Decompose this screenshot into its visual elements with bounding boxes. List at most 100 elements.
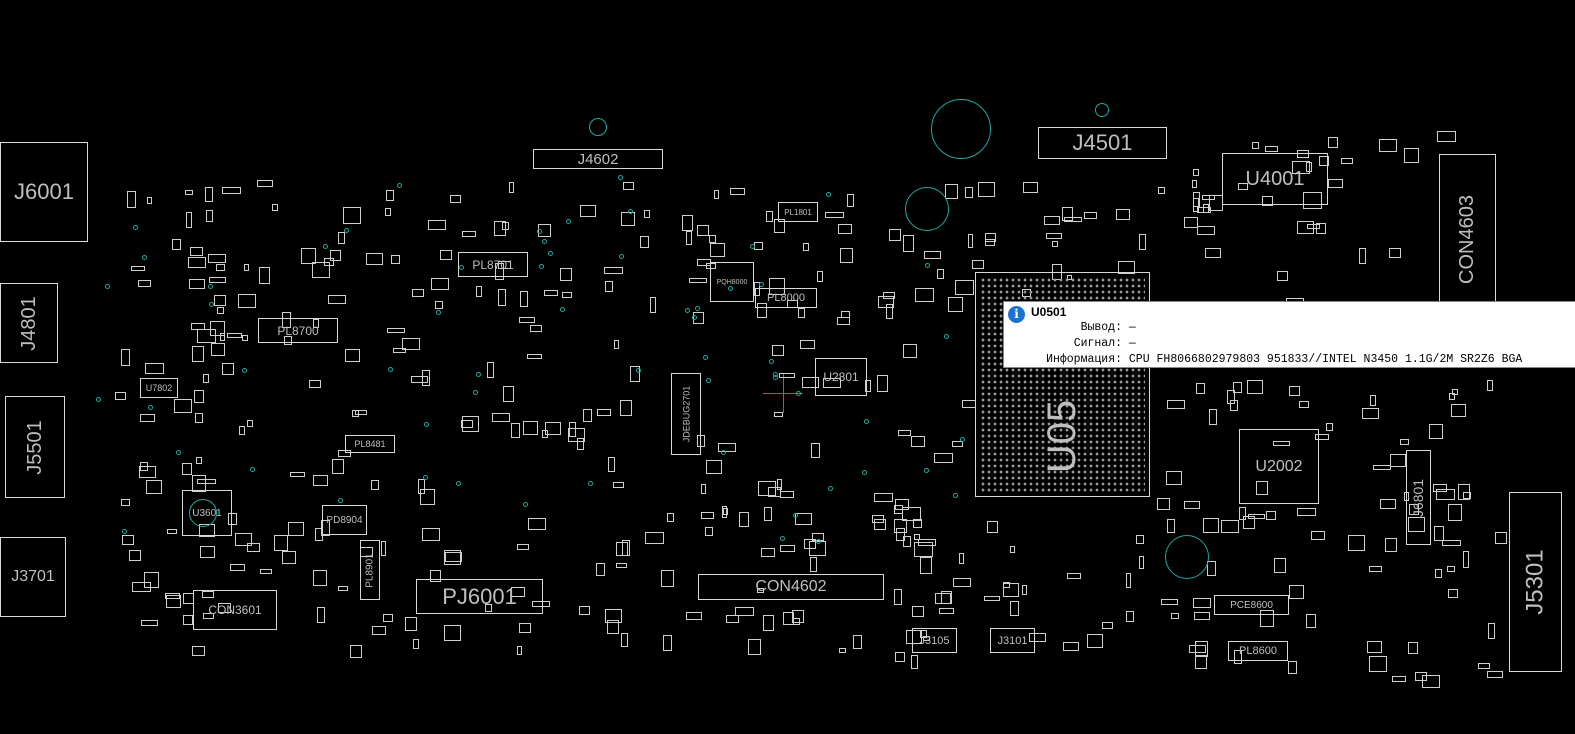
component-pad[interactable] — [382, 613, 394, 622]
component-pad[interactable] — [1138, 233, 1147, 250]
component-pad[interactable] — [173, 398, 192, 414]
component-pad[interactable] — [1486, 380, 1494, 392]
component-pad[interactable] — [1449, 392, 1455, 401]
component-pad[interactable] — [211, 343, 225, 357]
component-pd8904[interactable]: PD8904 — [322, 505, 367, 535]
component-pad[interactable] — [889, 229, 901, 241]
component-pad[interactable] — [273, 534, 289, 551]
component-pad[interactable] — [475, 285, 483, 297]
component-j3701[interactable]: J3701 — [0, 537, 66, 617]
component-pad[interactable] — [1233, 382, 1243, 393]
component-pad[interactable] — [202, 590, 215, 599]
component-pad[interactable] — [825, 212, 844, 219]
component-pad[interactable] — [243, 263, 250, 272]
component-pad[interactable] — [313, 319, 319, 329]
component-pad[interactable] — [792, 609, 805, 624]
component-pad[interactable] — [689, 277, 707, 284]
component-pad[interactable] — [393, 348, 407, 354]
component-pad[interactable] — [604, 281, 614, 293]
component-pad[interactable] — [1138, 555, 1145, 570]
component-pad[interactable] — [146, 480, 163, 495]
component-pad[interactable] — [494, 220, 506, 236]
component-pad[interactable] — [385, 190, 394, 202]
component-pad[interactable] — [519, 623, 531, 634]
component-pad[interactable] — [1192, 168, 1200, 176]
component-pad[interactable] — [1289, 385, 1300, 397]
component-pad[interactable] — [1311, 531, 1326, 540]
component-pad[interactable] — [686, 611, 703, 621]
component-pad[interactable] — [723, 507, 729, 515]
component-pad[interactable] — [1101, 622, 1114, 630]
component-pad[interactable] — [194, 412, 204, 424]
component-pad[interactable] — [218, 602, 231, 613]
component-pad[interactable] — [1086, 633, 1104, 649]
component-pad[interactable] — [430, 278, 450, 290]
component-pad[interactable] — [350, 644, 362, 659]
component-pad[interactable] — [130, 265, 145, 271]
component-pad[interactable] — [583, 409, 593, 422]
component-pad[interactable] — [193, 390, 204, 403]
component-u4001[interactable]: U4001 — [1222, 153, 1328, 205]
component-pad[interactable] — [384, 208, 392, 216]
component-pad[interactable] — [443, 624, 462, 641]
component-pad[interactable] — [1196, 206, 1211, 214]
component-pad[interactable] — [913, 519, 922, 529]
component-pad[interactable] — [846, 193, 854, 208]
component-j6001[interactable]: J6001 — [0, 142, 88, 242]
component-pad[interactable] — [902, 344, 918, 359]
component-pad[interactable] — [874, 492, 893, 502]
component-pad[interactable] — [782, 612, 795, 625]
component-pad[interactable] — [145, 362, 164, 374]
component-pad[interactable] — [1157, 498, 1171, 510]
component-pl8481[interactable]: PL8481 — [345, 435, 395, 453]
component-con3601[interactable]: CON3601 — [193, 590, 277, 630]
component-pad[interactable] — [1160, 598, 1179, 605]
component-pad[interactable] — [905, 630, 923, 644]
component-pad[interactable] — [630, 365, 640, 382]
component-pad[interactable] — [246, 419, 253, 428]
component-pl8701[interactable]: PL8701 — [458, 252, 528, 277]
component-pad[interactable] — [1389, 453, 1407, 468]
component-pad[interactable] — [933, 453, 953, 464]
component-pad[interactable] — [748, 639, 761, 656]
component-pad[interactable] — [604, 267, 623, 274]
component-pad[interactable] — [729, 187, 746, 195]
component-pad[interactable] — [1448, 504, 1463, 521]
component-pad[interactable] — [1193, 612, 1210, 621]
component-pad[interactable] — [971, 260, 984, 269]
component-pad[interactable] — [757, 480, 776, 497]
component-pad[interactable] — [738, 511, 750, 528]
component-pad[interactable] — [1379, 138, 1397, 152]
component-pad[interactable] — [773, 219, 785, 233]
component-pad[interactable] — [197, 479, 217, 485]
component-pad[interactable] — [122, 535, 134, 546]
component-pad[interactable] — [281, 311, 292, 328]
component-pad[interactable] — [1118, 260, 1136, 275]
component-pad[interactable] — [420, 489, 436, 505]
component-pad[interactable] — [1188, 644, 1206, 654]
component-pad[interactable] — [1183, 216, 1199, 229]
component-pad[interactable] — [802, 243, 810, 251]
component-pad[interactable] — [1452, 388, 1459, 395]
component-pad[interactable] — [1125, 573, 1131, 588]
component-pad[interactable] — [166, 595, 182, 609]
component-pad[interactable] — [1347, 535, 1366, 551]
component-pad[interactable] — [226, 332, 242, 339]
component-pad[interactable] — [516, 645, 523, 655]
component-pad[interactable] — [1115, 209, 1130, 221]
component-pad[interactable] — [527, 517, 547, 531]
component-pad[interactable] — [352, 409, 360, 417]
component-pad[interactable] — [331, 458, 345, 474]
component-pad[interactable] — [840, 248, 853, 264]
component-pad[interactable] — [191, 475, 206, 492]
component-pad[interactable] — [1265, 145, 1279, 153]
component-pad[interactable] — [1369, 565, 1382, 573]
component-pj6001[interactable]: PJ6001 — [416, 579, 543, 614]
component-pad[interactable] — [1265, 510, 1277, 520]
component-pad[interactable] — [311, 262, 331, 279]
component-pad[interactable] — [1195, 654, 1208, 670]
component-pad[interactable] — [1220, 519, 1240, 533]
component-pad[interactable] — [735, 606, 754, 617]
component-pad[interactable] — [913, 534, 920, 540]
component-pad[interactable] — [756, 588, 764, 594]
